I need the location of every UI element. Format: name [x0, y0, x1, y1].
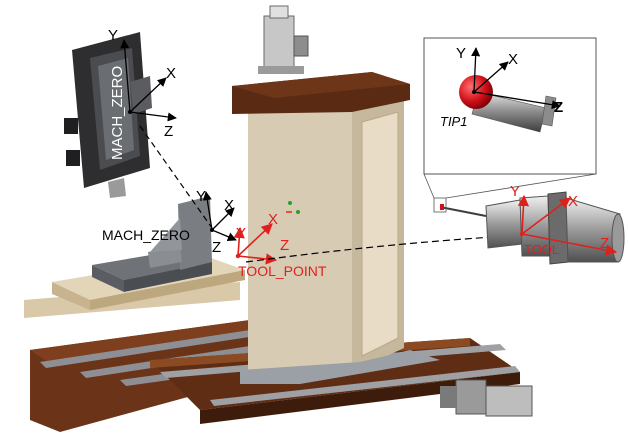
spindle-motor	[263, 15, 295, 69]
inset-mach-zero-axes	[120, 39, 177, 122]
inset-link-line	[139, 125, 213, 229]
mach-zero-label: MACH_ZERO	[102, 227, 190, 243]
tip1-label: TIP1	[440, 114, 467, 129]
tool-point-axis-x: X	[268, 211, 278, 228]
x-motor	[455, 379, 487, 415]
mach-zero-axis-y: Y	[196, 188, 206, 205]
worktable	[52, 196, 245, 310]
tip1-zoom-box	[423, 37, 597, 213]
tip1-axis-y: Y	[456, 45, 466, 62]
fixture-inset	[64, 32, 152, 198]
mach-zero-axis-x: X	[224, 197, 234, 214]
tip1-axis-z: Z	[554, 99, 563, 116]
inset-axis-x: X	[166, 65, 176, 82]
tool-point-label: TOOL_POINT	[238, 263, 327, 279]
inset-mach-zero-label: MACH_ZERO	[109, 66, 126, 160]
machine-column	[232, 5, 440, 384]
tool-axis-y: Y	[510, 183, 520, 200]
tool-holder	[439, 191, 625, 265]
mach-zero-axis-z: Z	[212, 239, 221, 256]
inset-axis-z: Z	[164, 123, 173, 140]
tool-axis-x: X	[568, 193, 578, 210]
tool-label: TOOL	[524, 242, 559, 257]
tool-link-line	[245, 235, 509, 263]
tip1-axis-x: X	[508, 51, 518, 68]
inset-axis-y: Y	[108, 27, 118, 44]
tool-axis-z: Z	[600, 235, 609, 252]
tool-point-axis-y: Y	[236, 225, 246, 242]
tool-axes	[517, 194, 618, 256]
column-markers	[286, 201, 300, 214]
tool-point-axis-z: Z	[280, 237, 289, 254]
mach-zero-axes	[202, 191, 237, 242]
